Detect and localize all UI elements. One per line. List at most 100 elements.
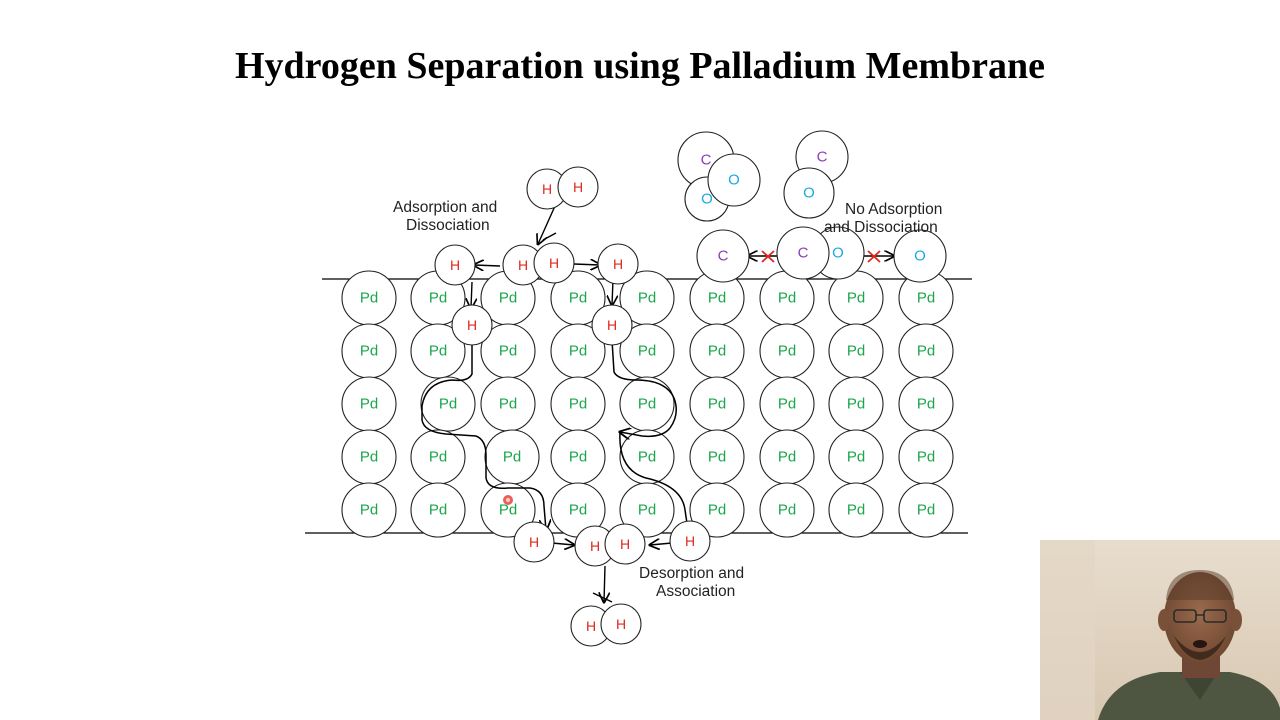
co-molecule-1-oxygen-label: O: [728, 172, 740, 189]
h-adsorbed-pair-2-label: H: [549, 255, 559, 271]
pd-atom-r4-c2-label: Pd: [429, 449, 447, 466]
pd-atom-r4-c8: Pd: [828, 429, 884, 485]
pd-atom-r2-c8: Pd: [828, 323, 884, 379]
pd-atom-r4-c9-label: Pd: [917, 449, 935, 466]
desorption-label-line1: Desorption and: [639, 565, 744, 582]
h-associating-2: H: [604, 523, 646, 565]
co-molecule-2-oxygen: O: [783, 167, 835, 219]
pd-atom-r2-c4: Pd: [550, 323, 606, 379]
pd-atom-r2-c8-label: Pd: [847, 343, 865, 360]
pd-atom-r2-c6: Pd: [689, 323, 745, 379]
h2-outgoing-atom-1-label: H: [586, 618, 596, 634]
arrow-h-into-lattice-left: [471, 281, 472, 308]
h-dissociated-right-label: H: [613, 256, 623, 272]
pd-atom-r3-c5: Pd: [619, 376, 675, 432]
pd-atom-r5-c6-label: Pd: [708, 502, 726, 519]
co-surface-oxygen-middle-label: O: [832, 245, 844, 262]
pd-atom-r3-c4: Pd: [550, 376, 606, 432]
pd-atom-r5-c5: Pd: [619, 482, 675, 538]
desorption-label-line2: Association: [656, 583, 735, 600]
h2-outgoing-atom-2: H: [600, 603, 642, 645]
h-adsorbed-pair-1-label: H: [518, 257, 528, 273]
pd-atom-r5-c2: Pd: [410, 482, 466, 538]
pd-atom-r3-c7: Pd: [759, 376, 815, 432]
arrow-dissociate-right: [573, 264, 600, 265]
pd-atom-r4-c3-label: Pd: [503, 449, 521, 466]
pd-atom-r2-c7-label: Pd: [778, 343, 796, 360]
pd-atom-r3-c6-label: Pd: [708, 396, 726, 413]
diffusion-path-right-exit: [619, 431, 689, 531]
pd-atom-r2-c2-label: Pd: [429, 343, 447, 360]
co-molecule-2-oxygen-label: O: [803, 185, 815, 202]
h-in-lattice-left: H: [451, 304, 493, 346]
slide-title: Hydrogen Separation using Palladium Memb…: [234, 45, 1046, 87]
h-exit-right-label: H: [685, 533, 695, 549]
pd-atom-r1-c1: Pd: [341, 270, 397, 326]
pd-atom-r2-c7: Pd: [759, 323, 815, 379]
pd-atom-r1-c5-label: Pd: [638, 290, 656, 307]
h-in-lattice-left-label: H: [467, 317, 477, 333]
pd-atom-r4-c5-label: Pd: [638, 449, 656, 466]
pd-atom-r1-c4-label: Pd: [569, 290, 587, 307]
h-exit-left: H: [513, 521, 555, 563]
pd-atom-r1-c9-label: Pd: [917, 290, 935, 307]
pd-atom-r5-c3-label: Pd: [499, 502, 517, 519]
pd-atom-r3-c5-label: Pd: [638, 396, 656, 413]
pd-atom-r4-c3: Pd: [484, 429, 540, 485]
co-surface-carbon-middle: C: [776, 226, 830, 280]
h-dissociated-right: H: [597, 243, 639, 285]
h-in-lattice-right-label: H: [607, 317, 617, 333]
arrow-h2-adsorb: [538, 205, 556, 244]
pd-atom-r3-c4-label: Pd: [569, 396, 587, 413]
pd-atom-r3-c9-label: Pd: [917, 396, 935, 413]
pd-atom-r4-c6: Pd: [689, 429, 745, 485]
co-surface-oxygen-right: O: [893, 229, 947, 283]
pd-atom-r4-c5: Pd: [619, 429, 675, 485]
co-molecule-2-carbon-label: C: [817, 149, 828, 166]
pd-atom-r1-c6-label: Pd: [708, 290, 726, 307]
adsorption-label-line1: Adsorption and: [393, 199, 497, 216]
co-molecule-1-carbon-label: C: [701, 152, 712, 169]
pd-atom-r2-c2: Pd: [410, 323, 466, 379]
h-exit-left-label: H: [529, 534, 539, 550]
h2-incoming-atom-2: H: [557, 166, 599, 208]
pd-atom-r1-c3-label: Pd: [499, 290, 517, 307]
pd-atom-r5-c4-label: Pd: [569, 502, 587, 519]
pd-atom-r1-c7-label: Pd: [778, 290, 796, 307]
pd-atom-r5-c9-label: Pd: [917, 502, 935, 519]
pd-atom-r4-c4: Pd: [550, 429, 606, 485]
arrow-associate-right: [650, 543, 673, 545]
h-exit-right: H: [669, 520, 711, 562]
presenter-video-frame: [1040, 540, 1280, 720]
arrow-dissociate-left: [474, 265, 501, 266]
pd-atom-r2-c6-label: Pd: [708, 343, 726, 360]
pd-atom-r4-c6-label: Pd: [708, 449, 726, 466]
pd-atom-r4-c9: Pd: [898, 429, 954, 485]
pd-atom-r4-c8-label: Pd: [847, 449, 865, 466]
pd-atom-r4-c1-label: Pd: [360, 449, 378, 466]
h-associating-2-label: H: [620, 536, 630, 552]
pd-atom-r2-c3-label: Pd: [499, 343, 517, 360]
pd-atom-r5-c3: Pd: [480, 482, 536, 538]
pd-atom-r1-c2-label: Pd: [429, 290, 447, 307]
pd-atom-r2-c3: Pd: [480, 323, 536, 379]
pd-atom-r3-c1: Pd: [341, 376, 397, 432]
pd-atom-r3-c9: Pd: [898, 376, 954, 432]
pd-atom-r1-c1-label: Pd: [360, 290, 378, 307]
pd-atom-r4-c4-label: Pd: [569, 449, 587, 466]
reaction-arrows: [471, 205, 894, 602]
presenter-webcam: [1040, 540, 1280, 720]
pd-atom-r5-c1: Pd: [341, 482, 397, 538]
pd-atom-r3-c8-label: Pd: [847, 396, 865, 413]
arrow-associate-left: [551, 543, 574, 545]
arrow-h-into-lattice-right: [612, 279, 613, 305]
pd-atom-r3-c8: Pd: [828, 376, 884, 432]
co-surface-carbon-left: C: [696, 229, 750, 283]
pd-atom-r5-c8-label: Pd: [847, 502, 865, 519]
pd-atom-r2-c5: Pd: [619, 323, 675, 379]
pd-atom-r5-c5-label: Pd: [638, 502, 656, 519]
no-adsorption-label-line1: No Adsorption: [845, 201, 942, 218]
